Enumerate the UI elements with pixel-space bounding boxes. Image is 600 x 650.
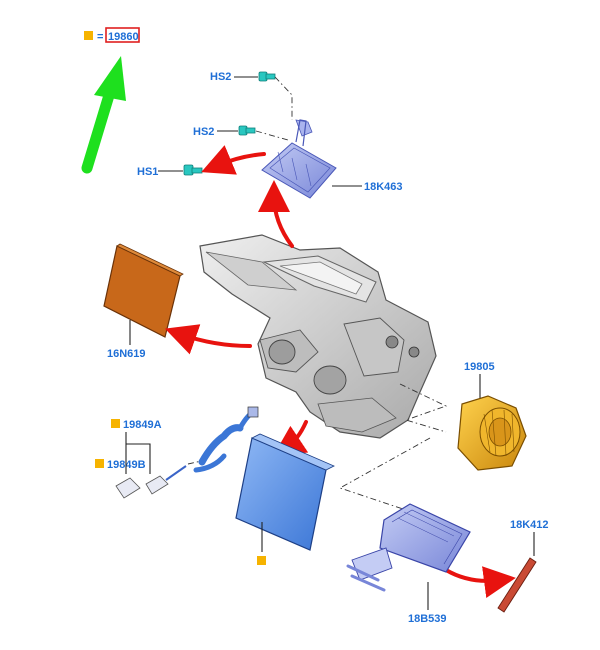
label-hs2-mid[interactable]: HS2 xyxy=(193,126,214,138)
label-18b539[interactable]: 18B539 xyxy=(408,613,447,625)
evaporator-core-part xyxy=(193,406,335,565)
square-marker-icon xyxy=(84,31,93,40)
red-flow-arrow-icon xyxy=(444,566,516,598)
label-19805[interactable]: 19805 xyxy=(464,361,495,373)
red-flow-arrow-icon xyxy=(201,145,266,175)
control-module-part: 18K463 xyxy=(261,119,403,199)
label-16n619[interactable]: 16N619 xyxy=(107,348,146,360)
screw-clip-icon xyxy=(258,71,276,82)
green-up-arrow-icon xyxy=(81,56,126,174)
fastener-hs2-top: HS2 xyxy=(210,71,293,120)
sensor-group: 19849A 19849B xyxy=(95,419,207,499)
screw-clip-icon xyxy=(183,164,203,176)
seal-strip-part: 18K412 xyxy=(497,519,549,613)
label-18k412[interactable]: 18K412 xyxy=(510,519,549,531)
blower-motor-part: 19805 xyxy=(457,361,527,471)
label-hs1[interactable]: HS1 xyxy=(137,166,158,178)
fastener-hs2-mid: HS2 xyxy=(193,125,289,141)
square-marker-icon xyxy=(257,556,266,565)
square-marker-icon xyxy=(95,459,104,468)
assembly-line-heater xyxy=(338,437,431,513)
label-18k463[interactable]: 18K463 xyxy=(364,181,403,193)
assembly-line-blower xyxy=(399,383,448,433)
main-part-number[interactable]: 19860 xyxy=(108,31,139,43)
label-hs2-top[interactable]: HS2 xyxy=(210,71,231,83)
red-flow-arrow-icon xyxy=(258,180,294,248)
fastener-hs1: HS1 xyxy=(137,164,203,178)
sensor-clip-icon xyxy=(115,465,187,499)
legend: = 19860 xyxy=(84,27,140,43)
label-19849a[interactable]: 19849A xyxy=(123,419,162,431)
cabin-filter-part: 16N619 xyxy=(103,243,184,360)
hvac-housing-assembly xyxy=(199,234,437,439)
square-marker-icon xyxy=(111,419,120,428)
legend-equals: = xyxy=(97,31,103,43)
main-part-highlight-box xyxy=(105,27,140,43)
red-flow-arrow-icon xyxy=(164,324,252,355)
heater-core-part: 18B539 xyxy=(346,503,471,625)
screw-clip-icon xyxy=(238,125,256,136)
red-flow-arrow-icon xyxy=(272,420,309,457)
red-flow-arrows xyxy=(164,145,516,598)
